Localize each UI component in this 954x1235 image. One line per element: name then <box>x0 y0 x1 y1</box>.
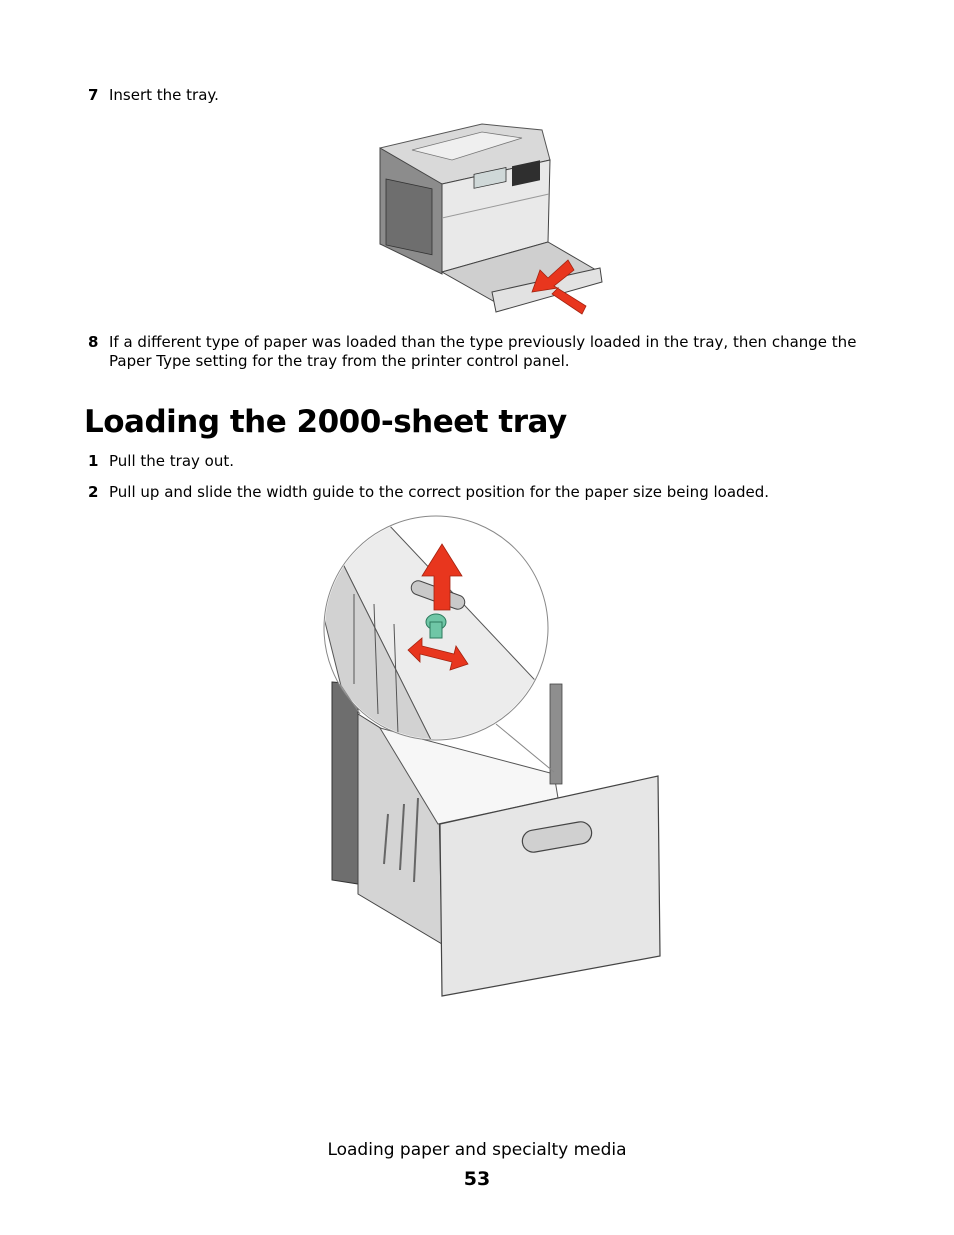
step-number: 1 <box>88 452 99 470</box>
width-guide-illustration <box>318 514 662 998</box>
footer-section-title: Loading paper and specialty media <box>327 1140 627 1160</box>
step-text: If a different type of paper was loaded … <box>109 333 857 370</box>
page-number: 53 <box>463 1168 491 1190</box>
step-number: 8 <box>88 333 99 351</box>
printer-tray-insert-illustration <box>372 120 606 322</box>
section-heading: Loading the 2000-sheet tray <box>84 404 567 440</box>
step-text: Pull the tray out. <box>109 452 234 470</box>
step-number: 2 <box>88 483 99 501</box>
step-text: Pull up and slide the width guide to the… <box>109 483 770 501</box>
step-text: Insert the tray. <box>109 86 219 104</box>
step-number: 7 <box>88 86 99 104</box>
